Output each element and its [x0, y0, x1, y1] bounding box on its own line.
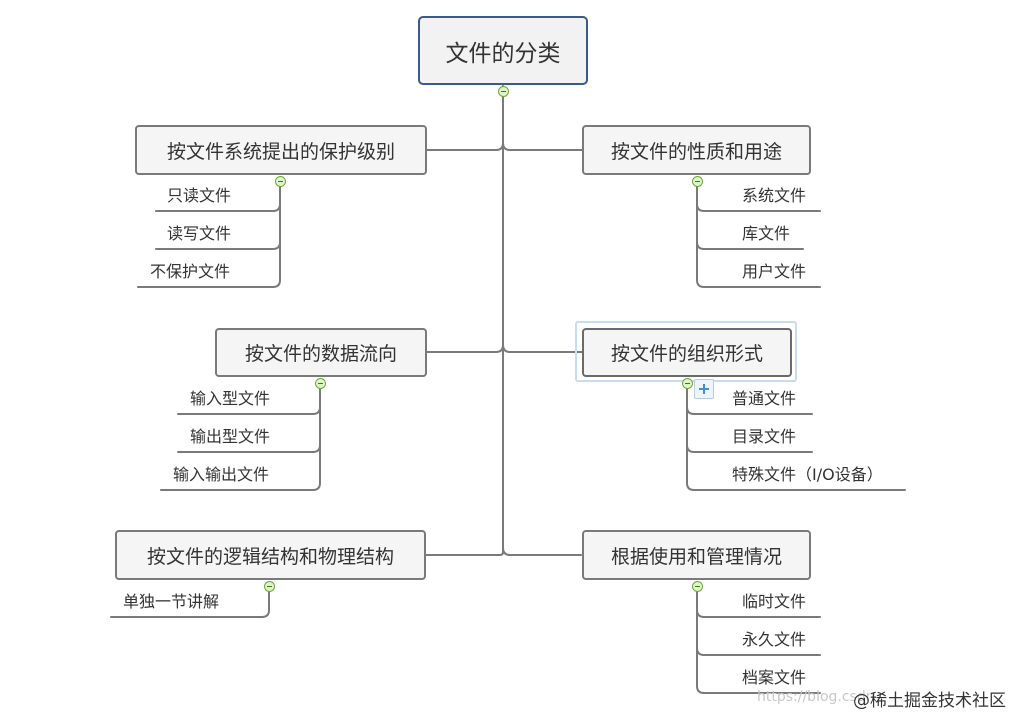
- branch-topic-usage-management[interactable]: 根据使用和管理情况: [582, 530, 811, 580]
- leaf-topic[interactable]: 档案文件: [742, 668, 807, 687]
- leaf-topic[interactable]: 只读文件: [167, 186, 232, 205]
- branch-topic-nature-usage[interactable]: 按文件的性质和用途: [582, 125, 811, 175]
- connector-branch-0: [426, 142, 504, 151]
- leaf-topic[interactable]: 普通文件: [732, 389, 797, 408]
- branch-topic-label: 按文件的数据流向: [244, 343, 397, 365]
- leaf-topic[interactable]: 临时文件: [742, 592, 807, 611]
- collapse-branch-4-icon[interactable]: [264, 581, 275, 592]
- leaf-topic[interactable]: 输出型文件: [190, 427, 271, 446]
- watermark-url: https://blog.csdn: [757, 689, 875, 705]
- leaf-topic[interactable]: 库文件: [742, 224, 791, 243]
- leaf-topic[interactable]: 系统文件: [742, 186, 807, 205]
- leaf-topic[interactable]: 输入型文件: [190, 389, 271, 408]
- watermark-text: @稀土掘金技术社区: [853, 691, 1006, 711]
- branch-topic-organization[interactable]: 按文件的组织形式: [582, 328, 792, 377]
- collapse-branch-0-icon[interactable]: [275, 176, 286, 187]
- leaf-topic[interactable]: 目录文件: [732, 427, 797, 446]
- collapse-branch-3-icon[interactable]: [682, 378, 693, 389]
- collapse-branch-1-icon[interactable]: [692, 176, 703, 187]
- root-topic[interactable]: 文件的分类: [418, 16, 588, 85]
- leaf-topic[interactable]: 永久文件: [742, 630, 807, 649]
- connector-branch-2: [426, 344, 504, 353]
- collapse-branch-2-icon[interactable]: [315, 378, 326, 389]
- collapse-root-icon[interactable]: [498, 86, 509, 97]
- branch-topic-label: 按文件系统提出的保护级别: [166, 140, 395, 163]
- add-subtopic-plus-icon[interactable]: [694, 379, 714, 399]
- connector-branch-1: [502, 142, 583, 151]
- leaf-topic[interactable]: 用户文件: [742, 262, 807, 281]
- leaf-topic[interactable]: 特殊文件（I/O设备）: [732, 465, 883, 484]
- branch-topic-label: 按文件的逻辑结构和物理结构: [146, 545, 394, 568]
- branch-topic-label: 根据使用和管理情况: [610, 545, 782, 568]
- branch-topic-data-flow[interactable]: 按文件的数据流向: [215, 328, 427, 377]
- leaf-topic[interactable]: 输入输出文件: [173, 465, 270, 484]
- root-topic-label: 文件的分类: [445, 40, 561, 67]
- branch-topic-label: 按文件的性质和用途: [610, 140, 782, 163]
- branch-topic-label: 按文件的组织形式: [610, 343, 763, 365]
- leaf-topic[interactable]: 不保护文件: [150, 262, 231, 281]
- trunk-connector-right: [502, 547, 582, 556]
- branch-topic-logical-physical[interactable]: 按文件的逻辑结构和物理结构: [115, 530, 426, 580]
- connector-branch-3: [502, 344, 583, 353]
- leaf-topic[interactable]: 读写文件: [167, 224, 232, 243]
- branch-topic-protection-level[interactable]: 按文件系统提出的保护级别: [135, 125, 427, 175]
- collapse-branch-5-icon[interactable]: [692, 581, 703, 592]
- trunk-connector: [499, 85, 504, 556]
- leaf-topic[interactable]: 单独一节讲解: [123, 592, 220, 611]
